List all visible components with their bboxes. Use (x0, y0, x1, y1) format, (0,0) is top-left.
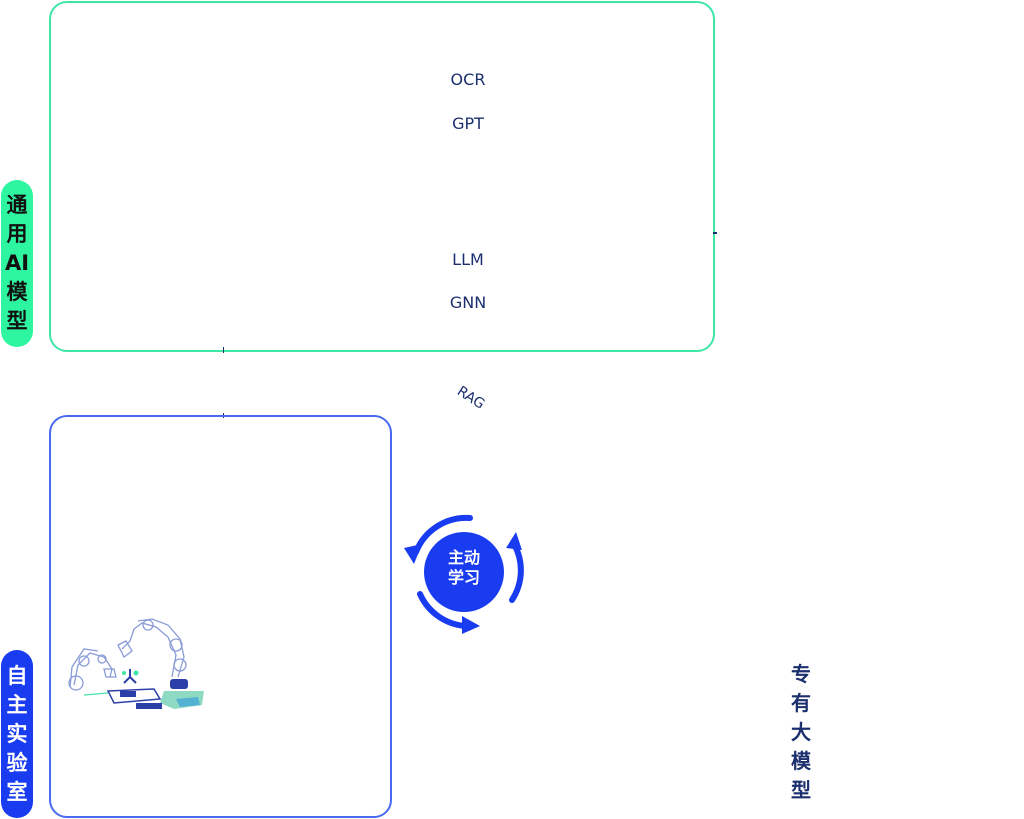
active-learning-line2: 学习 (447, 568, 480, 587)
label-char: 实 (6, 721, 28, 746)
label-char: 用 (6, 222, 28, 246)
label-char: 模 (6, 280, 28, 304)
label-char: 有 (791, 691, 811, 715)
active-learning-label: 主动 学习 (423, 548, 505, 588)
label-char: 专 (791, 662, 811, 686)
tick-mark (223, 347, 224, 353)
term-ocr: OCR (450, 70, 486, 89)
label-char: 通 (6, 193, 28, 217)
autonomous-lab-box (49, 415, 392, 818)
tick-mark (713, 232, 717, 234)
label-char: 自 (6, 663, 28, 688)
active-learning-line1: 主动 (447, 548, 480, 567)
label-char: 型 (6, 309, 28, 333)
general-ai-label: 通 用 AI 模 型 (1, 180, 33, 347)
term-llm: LLM (452, 250, 484, 269)
label-char: 型 (791, 778, 811, 802)
special-model-label: 专 有 大 模 型 (786, 660, 816, 805)
circular-arrows-icon (404, 514, 524, 634)
label-char: 验 (6, 750, 28, 775)
label-char: 模 (791, 749, 811, 773)
autonomous-lab-label: 自 主 实 验 室 (1, 650, 33, 818)
rag-label: RAG (454, 383, 488, 413)
general-ai-box (49, 1, 715, 352)
label-char: 室 (6, 779, 28, 804)
label-char: 主 (6, 692, 28, 717)
label-char: 大 (791, 720, 811, 744)
label-char: AI (4, 251, 30, 275)
robot-arm-illustration (68, 618, 204, 709)
active-learning-circle (424, 532, 504, 612)
term-gnn: GNN (449, 293, 487, 312)
term-gpt: GPT (452, 114, 484, 133)
